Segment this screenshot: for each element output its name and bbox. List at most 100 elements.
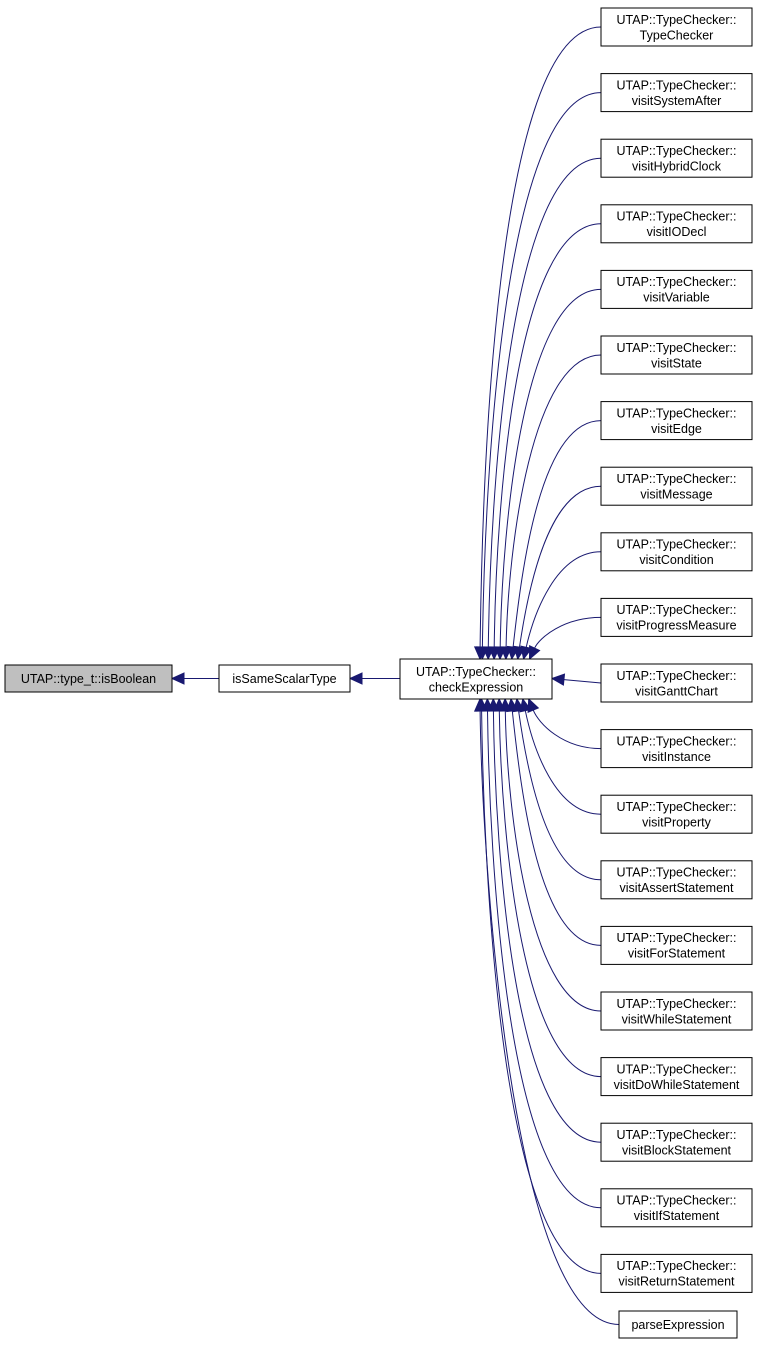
- node-issamescalartype-box: [218, 664, 351, 693]
- node-typechecker-visitvariable-label-1: UTAP::TypeChecker::: [617, 275, 737, 289]
- node-typechecker-visitganttchart-label-1: UTAP::TypeChecker::: [617, 669, 737, 683]
- node-typechecker-visitdowhilestatement-label-1: UTAP::TypeChecker::: [617, 1062, 737, 1076]
- node-typechecker-visitsystemafter[interactable]: UTAP::TypeChecker::visitSystemAfter: [600, 73, 753, 113]
- node-typechecker-visitforstatement[interactable]: UTAP::TypeChecker::visitForStatement: [600, 925, 753, 965]
- edge-visitassertstatement-to-checkexpression: [518, 710, 602, 881]
- node-typechecker-visitinstance-box: [600, 729, 753, 769]
- node-typechecker-visitmessage-label-1: UTAP::TypeChecker::: [617, 472, 737, 486]
- node-typechecker-visitifstatement[interactable]: UTAP::TypeChecker::visitIfStatement: [600, 1188, 753, 1228]
- node-typechecker-visitforstatement-box: [600, 925, 753, 965]
- node-typechecker-visithybridclock-box: [600, 138, 753, 178]
- node-issamescalartype[interactable]: isSameScalarType: [218, 664, 351, 693]
- edge-typechecker-to-checkexpression: [479, 26, 602, 648]
- node-typechecker-visitdowhilestatement-label-2: visitDoWhileStatement: [614, 1078, 740, 1092]
- node-typechecker-checkexpression-label-2: checkExpression: [429, 680, 524, 694]
- node-typechecker-visitcondition-label-2: visitCondition: [639, 553, 713, 567]
- node-typechecker-visitmessage-box: [600, 466, 753, 506]
- node-typechecker-visitedge-label-1: UTAP::TypeChecker::: [617, 406, 737, 420]
- node-typechecker-visitifstatement-box: [600, 1188, 753, 1228]
- edge-issamescalartype-to-isboolean-arrowhead: [170, 672, 185, 685]
- node-typechecker-visitstate-label-1: UTAP::TypeChecker::: [617, 341, 737, 355]
- edge-visitforstatement-to-checkexpression: [511, 710, 602, 946]
- node-typechecker-checkexpression-label-1: UTAP::TypeChecker::: [416, 665, 536, 679]
- node-typechecker-visitwhilestatement-box: [600, 991, 753, 1031]
- node-typechecker-visitassertstatement-label-1: UTAP::TypeChecker::: [617, 866, 737, 880]
- node-type-t-isboolean-box: [4, 664, 173, 693]
- node-typechecker-visitdowhilestatement-box: [600, 1057, 753, 1097]
- node-typechecker-visitprogressmeasure-label-1: UTAP::TypeChecker::: [617, 603, 737, 617]
- node-typechecker-visitedge-box: [600, 401, 753, 441]
- node-typechecker-visitreturnstatement-box: [600, 1253, 753, 1293]
- node-typechecker-visitcondition[interactable]: UTAP::TypeChecker::visitCondition: [600, 532, 753, 572]
- node-typechecker-visitsystemafter-box: [600, 73, 753, 113]
- edges-layer: [170, 26, 620, 1325]
- edge-visitwhilestatement-to-checkexpression: [504, 710, 602, 1012]
- edge-visitiodecl-to-checkexpression: [493, 223, 602, 648]
- edge-checkexpression-to-issamescalartype-arrowhead: [348, 672, 363, 685]
- node-typechecker-visitiodecl[interactable]: UTAP::TypeChecker::visitIODecl: [600, 204, 753, 244]
- node-typechecker-visitprogressmeasure-box: [600, 597, 753, 637]
- edge-visitedge-to-checkexpression: [512, 420, 602, 648]
- node-typechecker-typechecker-label-1: UTAP::TypeChecker::: [617, 13, 737, 27]
- node-typechecker-typechecker-label-2: TypeChecker: [640, 28, 714, 42]
- node-typechecker-visitinstance[interactable]: UTAP::TypeChecker::visitInstance: [600, 729, 753, 769]
- node-typechecker-checkexpression-box: [399, 658, 553, 700]
- node-typechecker-visitganttchart-label-2: visitGanttChart: [635, 684, 718, 698]
- node-typechecker-visitprogressmeasure[interactable]: UTAP::TypeChecker::visitProgressMeasure: [600, 597, 753, 637]
- node-typechecker-visitreturnstatement[interactable]: UTAP::TypeChecker::visitReturnStatement: [600, 1253, 753, 1293]
- node-type-t-isboolean-label-1: UTAP::type_t::isBoolean: [21, 672, 156, 686]
- node-typechecker-visitinstance-label-1: UTAP::TypeChecker::: [617, 734, 737, 748]
- node-typechecker-visitproperty[interactable]: UTAP::TypeChecker::visitProperty: [600, 794, 753, 834]
- node-typechecker-visitvariable-label-2: visitVariable: [643, 291, 710, 305]
- node-typechecker-visitblockstatement[interactable]: UTAP::TypeChecker::visitBlockStatement: [600, 1122, 753, 1162]
- node-typechecker-visitblockstatement-label-1: UTAP::TypeChecker::: [617, 1128, 737, 1142]
- edge-visitmessage-to-checkexpression: [519, 485, 602, 648]
- node-typechecker-visitmessage-label-2: visitMessage: [640, 487, 712, 501]
- node-typechecker-visitassertstatement-box: [600, 860, 753, 900]
- node-typechecker-visitifstatement-label-1: UTAP::TypeChecker::: [617, 1194, 737, 1208]
- node-typechecker-visitforstatement-label-1: UTAP::TypeChecker::: [617, 931, 737, 945]
- node-typechecker-visitdowhilestatement[interactable]: UTAP::TypeChecker::visitDoWhileStatement: [600, 1057, 753, 1097]
- edge-visitganttchart-to-checkexpression-arrowhead: [550, 673, 566, 686]
- edge-visitifstatement-to-checkexpression: [487, 710, 602, 1209]
- node-typechecker-visitiodecl-label-1: UTAP::TypeChecker::: [617, 210, 737, 224]
- edge-visitvariable-to-checkexpression: [499, 288, 602, 648]
- node-typechecker-visitwhilestatement[interactable]: UTAP::TypeChecker::visitWhileStatement: [600, 991, 753, 1031]
- node-typechecker-visitprogressmeasure-label-2: visitProgressMeasure: [616, 619, 736, 633]
- node-typechecker-visitassertstatement-label-2: visitAssertStatement: [620, 881, 734, 895]
- node-typechecker-visitproperty-label-1: UTAP::TypeChecker::: [617, 800, 737, 814]
- node-typechecker-visitblockstatement-box: [600, 1122, 753, 1162]
- node-typechecker-visithybridclock[interactable]: UTAP::TypeChecker::visitHybridClock: [600, 138, 753, 178]
- node-typechecker-visitreturnstatement-label-2: visitReturnStatement: [618, 1275, 735, 1289]
- edge-visitganttchart-to-checkexpression: [563, 679, 602, 684]
- node-typechecker-visitifstatement-label-2: visitIfStatement: [634, 1209, 720, 1223]
- node-typechecker-visitassertstatement[interactable]: UTAP::TypeChecker::visitAssertStatement: [600, 860, 753, 900]
- node-parseexpression-box: [618, 1310, 738, 1339]
- node-parseexpression[interactable]: parseExpression: [618, 1310, 738, 1339]
- node-typechecker-visitvariable-box: [600, 269, 753, 309]
- node-typechecker-visitiodecl-label-2: visitIODecl: [647, 225, 707, 239]
- node-typechecker-visitstate[interactable]: UTAP::TypeChecker::visitState: [600, 335, 753, 375]
- node-typechecker-visitproperty-label-2: visitProperty: [642, 815, 712, 829]
- node-typechecker-visitmessage[interactable]: UTAP::TypeChecker::visitMessage: [600, 466, 753, 506]
- edge-visithybridclock-to-checkexpression: [487, 157, 602, 648]
- node-typechecker-visitvariable[interactable]: UTAP::TypeChecker::visitVariable: [600, 269, 753, 309]
- node-typechecker-checkexpression[interactable]: UTAP::TypeChecker::checkExpression: [399, 658, 553, 700]
- node-typechecker-visitreturnstatement-label-1: UTAP::TypeChecker::: [617, 1259, 737, 1273]
- node-typechecker-visitsystemafter-label-2: visitSystemAfter: [632, 94, 722, 108]
- node-typechecker-typechecker[interactable]: UTAP::TypeChecker::TypeChecker: [600, 7, 753, 47]
- edge-visitstate-to-checkexpression: [505, 354, 602, 648]
- edge-visitprogressmeasure-to-checkexpression-arrowhead: [528, 645, 541, 661]
- node-typechecker-visitinstance-label-2: visitInstance: [642, 750, 711, 764]
- node-typechecker-visithybridclock-label-1: UTAP::TypeChecker::: [617, 144, 737, 158]
- node-typechecker-visitblockstatement-label-2: visitBlockStatement: [622, 1143, 732, 1157]
- node-typechecker-visitwhilestatement-label-1: UTAP::TypeChecker::: [617, 997, 737, 1011]
- node-typechecker-visitcondition-label-1: UTAP::TypeChecker::: [617, 538, 737, 552]
- node-typechecker-visitedge[interactable]: UTAP::TypeChecker::visitEdge: [600, 401, 753, 441]
- node-type-t-isboolean[interactable]: UTAP::type_t::isBoolean: [4, 664, 173, 693]
- node-typechecker-visitforstatement-label-2: visitForStatement: [628, 947, 726, 961]
- edge-visitcondition-to-checkexpression: [525, 551, 602, 648]
- node-typechecker-visitganttchart[interactable]: UTAP::TypeChecker::visitGanttChart: [600, 663, 753, 703]
- node-typechecker-visitwhilestatement-label-2: visitWhileStatement: [622, 1012, 732, 1026]
